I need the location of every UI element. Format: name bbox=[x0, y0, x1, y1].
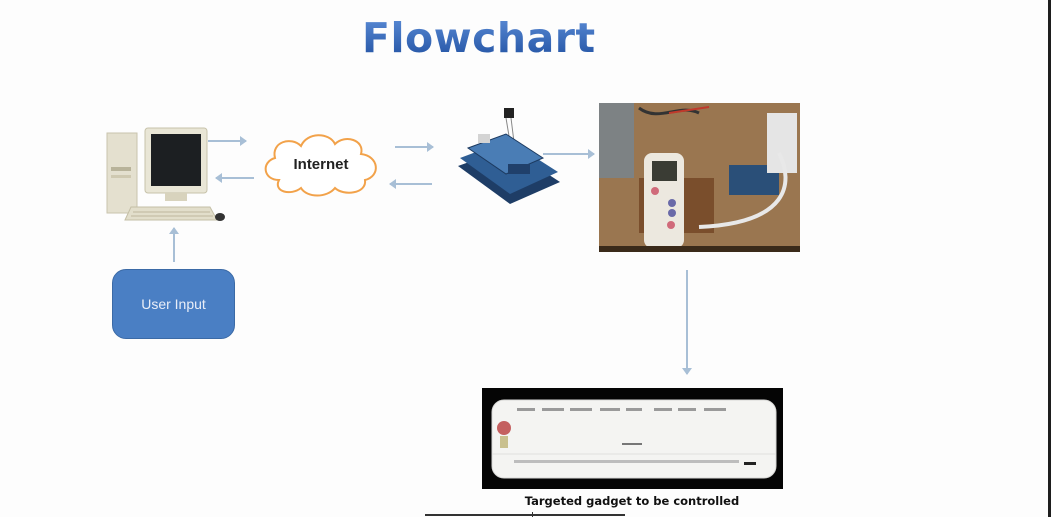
user-input-node: User Input bbox=[112, 269, 235, 339]
target-gadget-caption: Targeted gadget to be controlled bbox=[524, 494, 740, 508]
arrow-computer-to-internet bbox=[208, 136, 247, 146]
target-gadget-node bbox=[482, 388, 783, 489]
arrow-remote-to-gadget bbox=[682, 270, 692, 375]
computer-node bbox=[95, 115, 230, 235]
arrow-board-to-remote bbox=[543, 149, 595, 159]
bottom-divider bbox=[425, 514, 625, 516]
arrow-internet-to-computer bbox=[215, 173, 254, 183]
arrow-user-to-computer bbox=[169, 227, 179, 262]
arrow-board-to-internet bbox=[389, 179, 432, 189]
circuit-board-icon bbox=[458, 108, 560, 204]
remote-control-icon bbox=[599, 103, 800, 252]
desktop-computer-icon bbox=[106, 127, 225, 221]
arrow-internet-to-board bbox=[395, 142, 434, 152]
internet-label: Internet bbox=[293, 155, 349, 173]
internet-node: Internet bbox=[257, 128, 385, 200]
cloud-icon bbox=[264, 134, 377, 197]
page-title: Flowchart bbox=[362, 14, 596, 62]
bottom-divider-tick bbox=[532, 512, 533, 517]
microcontroller-node bbox=[448, 108, 563, 208]
window-edge bbox=[1048, 0, 1051, 517]
air-conditioner-icon bbox=[491, 399, 777, 479]
remote-setup-node bbox=[599, 103, 800, 252]
